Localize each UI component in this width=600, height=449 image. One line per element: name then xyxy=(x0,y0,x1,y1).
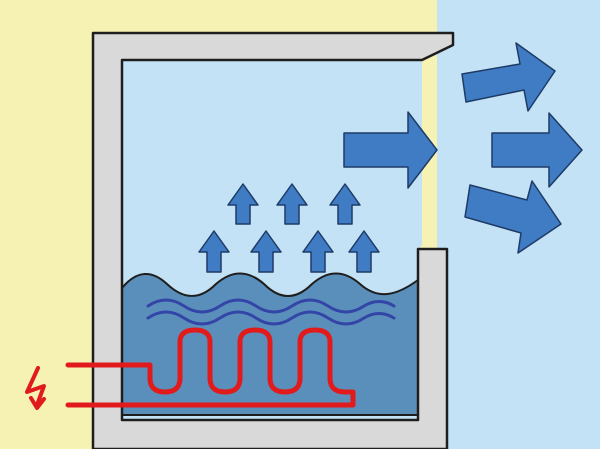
arrow-up-icon xyxy=(198,230,230,273)
arrow-up-icon xyxy=(302,230,334,273)
arrow-up-icon xyxy=(250,230,282,273)
arrow-right-icon xyxy=(464,180,562,254)
arrow-up-icon xyxy=(227,183,259,225)
heating-element-coil xyxy=(65,327,356,408)
arrow-up-icon xyxy=(276,183,308,225)
arrow-up-icon xyxy=(348,230,380,273)
water-ripple-line xyxy=(146,298,396,314)
lightning-bolt-icon xyxy=(25,366,46,407)
container-wall xyxy=(91,31,455,449)
arrow-right-icon xyxy=(461,42,556,112)
arrow-right-icon xyxy=(491,112,583,188)
water-ripple-line xyxy=(146,310,396,326)
arrow-right-icon xyxy=(343,111,438,189)
lightning-bolt-icon xyxy=(29,396,46,410)
arrow-up-icon xyxy=(329,183,361,225)
